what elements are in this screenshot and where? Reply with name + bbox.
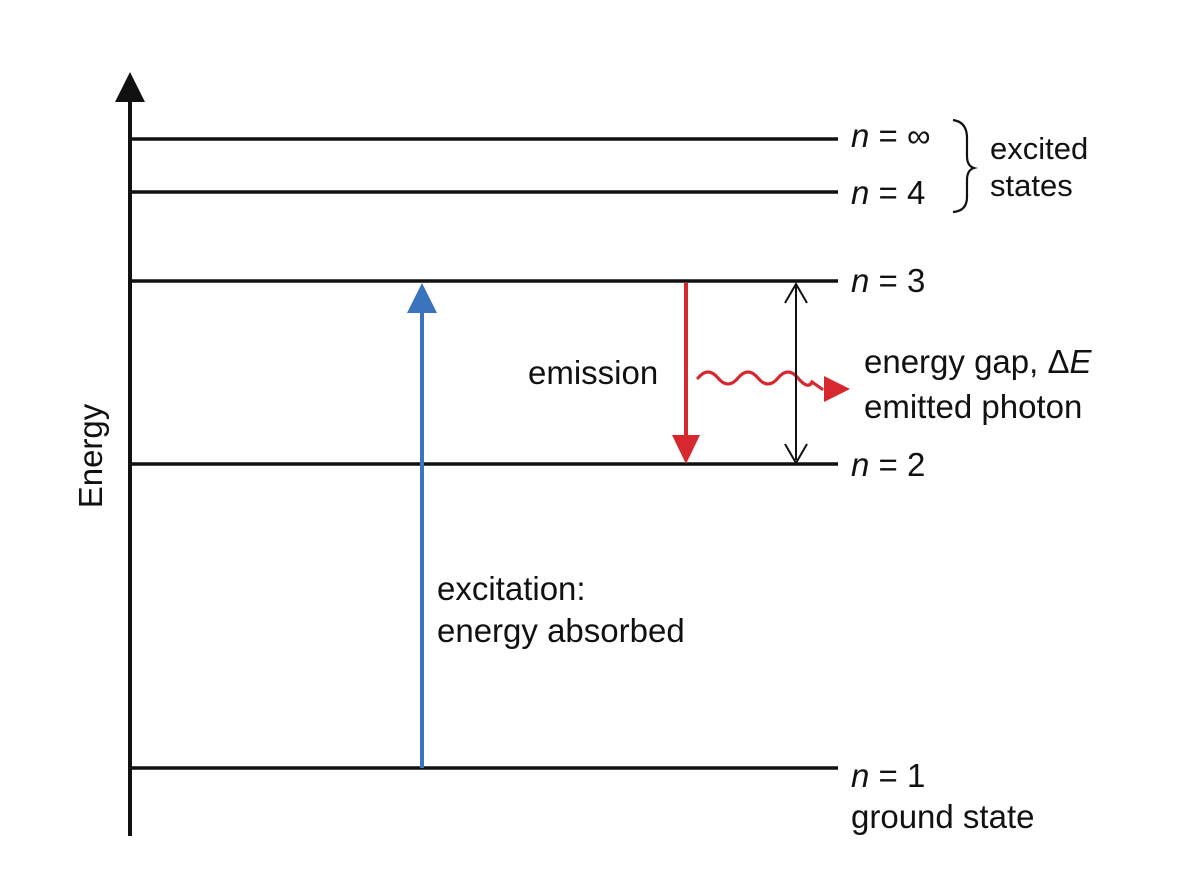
energy-gap-label: energy gap, ΔE [864,343,1093,380]
energy-axis-label: Energy [72,403,109,508]
energy-gap-arrow-top [784,282,808,304]
emission-arrowhead [672,435,700,464]
level-label-n-3: n = 3 [851,262,925,299]
excited-states-brace [952,118,978,214]
photon-arrowhead [824,376,850,402]
excitation-label-line2: energy absorbed [437,612,685,649]
ground-state-label: ground state [851,798,1034,835]
level-label-n-4: n = 4 [851,174,925,211]
energy-axis-arrowhead [115,72,145,102]
excited-states-label-line1: excited [990,131,1088,166]
level-label-n-2: n = 2 [851,446,925,483]
level-label-n-inf: n = ∞ [851,117,931,154]
excitation-label-line1: excitation: [437,570,586,607]
level-label-n-1: n = 1 [851,757,925,794]
energy-gap-arrow-bottom [784,443,808,465]
excited-states-label-line2: states [990,168,1073,203]
emitted-photon-label: emitted photon [864,388,1082,425]
photon-wave [696,370,824,391]
excitation-arrowhead [407,283,437,313]
emission-label: emission [528,354,658,391]
